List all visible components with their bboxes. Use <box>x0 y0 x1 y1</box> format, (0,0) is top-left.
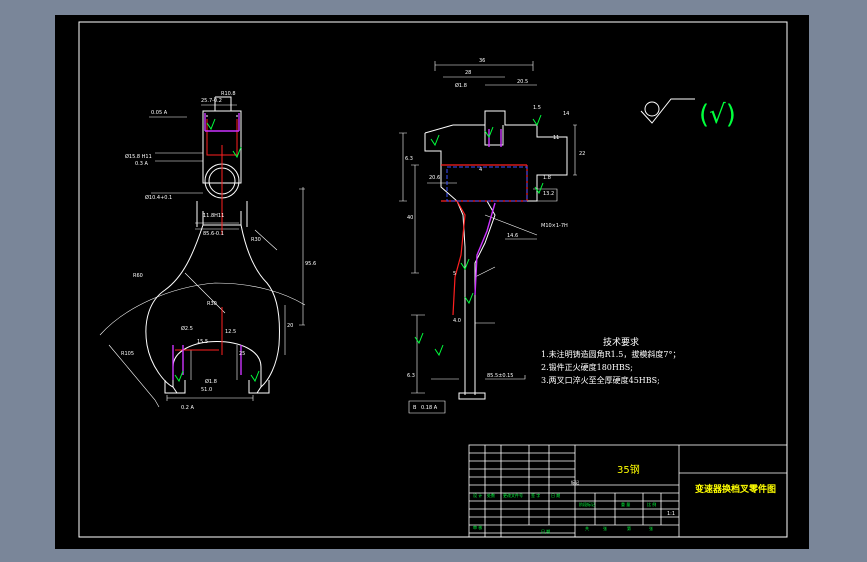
dim-side-17: 4.0 <box>453 318 461 324</box>
dim-front-9: R60 <box>133 273 143 279</box>
dim-front-2: R10.8 <box>221 91 236 97</box>
dim-front-11: Ø2.5 <box>181 325 193 332</box>
tech-req-item-3: 3.两叉口淬火至全厚硬度45HBS; <box>541 376 660 385</box>
dim-side-13: 40 <box>407 215 413 221</box>
front-fork-inner <box>172 341 262 387</box>
tb-label-stage: 阶段标记 <box>579 501 595 507</box>
dim-front-15: 12.5 <box>225 329 236 335</box>
dim-side-19: 85.5±0.15 <box>487 373 513 379</box>
tb-label-change-doc: 更改文件号 <box>503 492 523 498</box>
dim-side-21: B <box>413 405 417 411</box>
tb-label-no: 第 <box>627 525 631 531</box>
dim-side-0: 36 <box>479 58 485 64</box>
side-view <box>399 61 577 414</box>
tech-req-heading: 技术要求 <box>603 338 640 348</box>
side-upper-left <box>424 133 466 263</box>
dim-front-10: R30 <box>207 301 217 307</box>
front-hidden-parts <box>172 113 242 380</box>
dim-front-18: 0.2 A <box>181 405 195 411</box>
front-arm-left <box>145 224 204 394</box>
dim-side-2: Ø1.8 <box>455 82 467 89</box>
front-arm-right <box>240 224 280 394</box>
tb-label-sheets: 张 <box>603 525 607 531</box>
tech-req-item-2: 2.锻件正火硬度180HBS; <box>541 363 633 372</box>
title-block-frame <box>468 444 788 538</box>
dim-front-0: 0.05 A <box>151 110 168 116</box>
front-fork-pads <box>164 380 270 394</box>
tb-label-date2: 日 期 <box>541 528 550 534</box>
dim-side-7: 1.8 <box>543 175 551 181</box>
dim-side-16: 5 <box>453 271 456 277</box>
dim-side-10: 20.6 <box>429 175 440 181</box>
dim-side-6: 22 <box>579 151 585 157</box>
tb-label-date: 日 期 <box>551 492 560 498</box>
tb-scale-value: 1:1 <box>667 511 675 517</box>
dim-front-16: 20 <box>287 323 293 329</box>
dim-side-15: 14.6 <box>507 233 518 239</box>
tb-label-mark: 标记 <box>571 479 579 485</box>
dim-front-6: Ø10.4+0.1 <box>145 194 172 201</box>
side-hidden-parts <box>474 129 502 296</box>
tb-label-design: 设 计 <box>473 492 482 498</box>
drawing-sheet: (√) 标记 处数 更改文件号 签 字 日 期 设 计 审 核 阶段标记 重 量… <box>55 15 809 549</box>
side-dimension-texts: 36 28 Ø1.8 20.5 1.5 14 22 1.8 13.2 11 20… <box>405 58 585 411</box>
surface-finish-symbol <box>640 98 695 124</box>
tb-label-review: 审 核 <box>473 524 482 530</box>
dim-side-1: 28 <box>465 70 471 76</box>
side-foot <box>458 392 486 400</box>
dim-front-17: Ø1.8 <box>205 378 217 385</box>
tb-label-sign: 签 字 <box>531 492 540 498</box>
side-section-region <box>446 166 528 202</box>
tb-label-weight: 重 量 <box>621 501 630 507</box>
side-shank-right <box>457 200 496 395</box>
tb-label-total: 共 <box>585 525 589 531</box>
dim-side-14: M10×1-7H <box>541 223 568 229</box>
tech-req-item-1: 1.未注明铸造圆角R1.5，拔模斜度7°； <box>541 350 681 359</box>
dim-front-5: R30 <box>251 237 261 243</box>
dim-side-4: 1.5 <box>533 105 541 111</box>
drawing-border <box>78 21 788 538</box>
dim-front-14: R105 <box>121 351 134 357</box>
tb-label-places: 处数 <box>487 492 495 498</box>
dim-side-5: 14 <box>563 111 569 117</box>
dim-side-9: 11 <box>553 135 559 141</box>
dim-front-12: 15.5 <box>197 339 208 345</box>
front-dimension-texts: 0.05 A 25.7-0.2 R10.8 Ø15.8 H11 0.3 A R3… <box>121 91 316 411</box>
tb-label-scale: 比 例 <box>647 501 656 507</box>
drawing-canvas: (√) 标记 处数 更改文件号 签 字 日 期 设 计 审 核 阶段标记 重 量… <box>78 21 788 538</box>
dim-front-3: Ø15.8 H11 <box>125 153 152 160</box>
front-hub-top <box>214 96 232 111</box>
side-roughness-symbols <box>414 114 544 357</box>
dim-side-12: 6.3 <box>405 156 413 162</box>
dim-front-8: 85.6-0.1 <box>203 231 224 237</box>
tb-material: 35钢 <box>617 465 640 476</box>
surface-finish-mark: (√) <box>699 100 736 130</box>
dim-front-20: 95.6 <box>305 261 316 267</box>
dim-front-4: 0.3 A <box>135 161 149 167</box>
dim-side-8: 13.2 <box>543 191 554 197</box>
dim-side-11: 4 <box>479 167 482 173</box>
front-section-lines <box>175 119 238 355</box>
dim-front-1: 25.7-0.2 <box>201 98 222 104</box>
tb-label-sheet: 张 <box>649 525 653 531</box>
dim-front-19: 25 <box>239 351 245 357</box>
front-view <box>99 96 306 408</box>
front-hub-outline <box>202 110 242 184</box>
front-roughness-symbols <box>174 118 260 383</box>
dim-side-18: 6.3 <box>407 373 415 379</box>
dim-side-3: 20.5 <box>517 79 528 85</box>
side-upper-right <box>453 110 568 202</box>
dim-front-13: 51.0 <box>201 387 212 393</box>
tb-title: 变速器换档叉零件图 <box>695 485 777 495</box>
dim-side-20: 0.18 A <box>421 405 438 411</box>
dim-front-7: 11.8H11 <box>203 213 224 219</box>
